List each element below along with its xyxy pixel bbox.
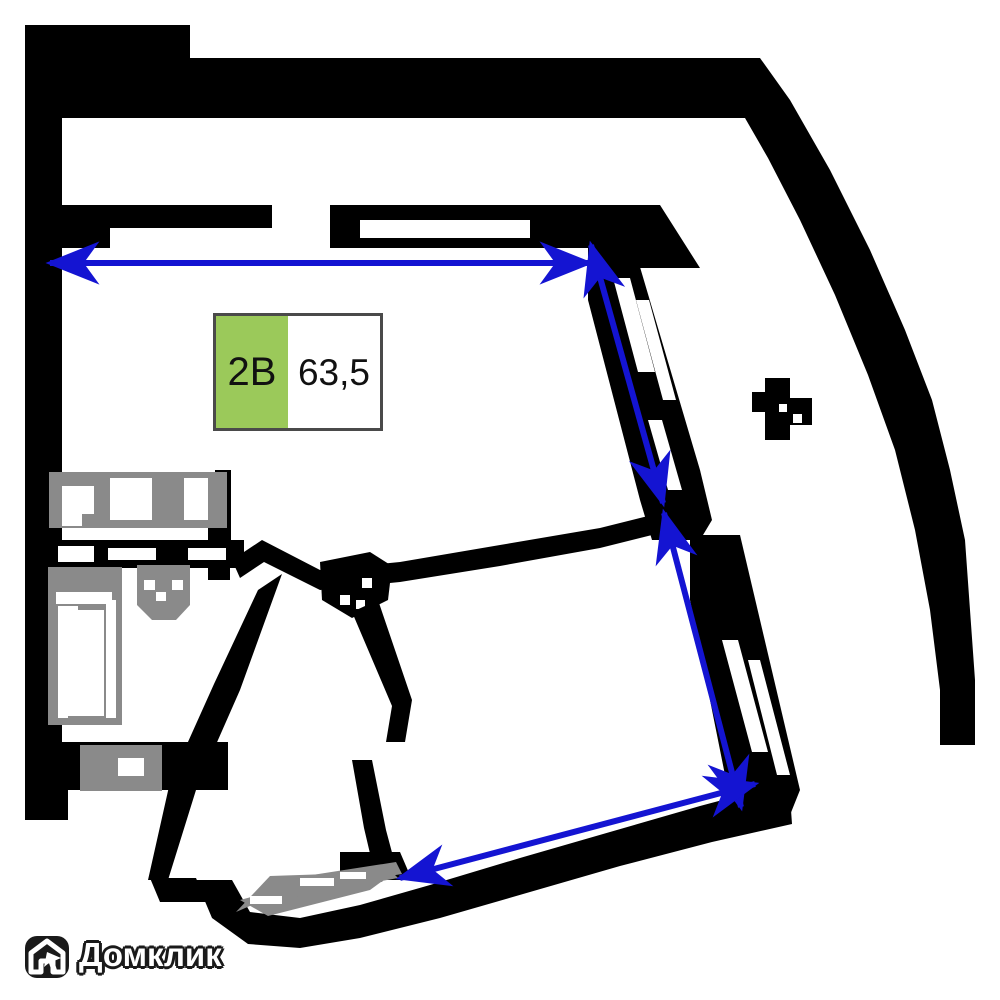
- junction-hole-a: [340, 595, 350, 605]
- basin-hole-left: [144, 580, 155, 590]
- kitchen-sink-drain: [62, 504, 82, 526]
- dimension-line-bottom-diagonal: [395, 775, 760, 887]
- interior-walls: [48, 470, 792, 948]
- apartment-code: 2В: [216, 316, 288, 428]
- bedroom-divider-lower: [352, 760, 394, 862]
- dimension-lines-layer: [45, 240, 760, 887]
- living-room-upper-diagonal-wall: [232, 512, 664, 590]
- dimension-line-right-lower: [655, 508, 750, 812]
- basin-drain: [156, 592, 166, 601]
- balcony-gap-c: [340, 872, 366, 879]
- kitchen-cabinet: [184, 478, 208, 520]
- junction-hole-c: [362, 578, 372, 588]
- right-annotation-mark: [752, 378, 812, 440]
- bathtub-rim-top: [56, 592, 112, 604]
- riser-symbol-hole-a: [779, 404, 787, 412]
- hallway-diagonal-wall: [148, 574, 282, 880]
- toilet-bowl: [118, 758, 144, 776]
- top-and-right-exterior-wall: [62, 58, 975, 745]
- bathroom-door-gap-b: [108, 548, 156, 560]
- diagonal-wall-slit-5: [748, 660, 790, 775]
- bottom-exterior-wall: [196, 790, 792, 948]
- apartment-label-badge: 2В 63,5: [213, 313, 383, 431]
- apartment-area: 63,5: [288, 316, 380, 428]
- exterior-walls: [25, 25, 975, 820]
- top-wall-right-window: [360, 220, 530, 238]
- fixtures-layer: [48, 472, 402, 916]
- kitchen-hob: [110, 478, 152, 520]
- upper-right-diagonal-wall: [588, 240, 712, 540]
- basin-hole-right: [172, 580, 183, 590]
- top-wall-left-window: [110, 205, 272, 248]
- bottom-left-connector: [150, 878, 206, 902]
- junction-hole-b: [356, 600, 365, 609]
- bathroom-door-gap-c: [188, 548, 226, 560]
- bathroom-door-gap-a: [58, 546, 94, 562]
- bathtub-side-left: [58, 608, 68, 718]
- balcony-gap-a: [300, 878, 334, 886]
- bedroom-divider-upper: [352, 600, 412, 742]
- top-wall-window-notch: [272, 205, 330, 252]
- dimension-line-right-upper: [583, 240, 671, 508]
- bathtub-interior: [66, 610, 104, 716]
- left-exterior-wall: [25, 25, 190, 745]
- balcony-gap-b: [250, 896, 282, 904]
- riser-symbol-hole-b: [793, 414, 802, 423]
- central-wall-junction: [320, 552, 392, 618]
- bathtub-side-right: [106, 600, 116, 718]
